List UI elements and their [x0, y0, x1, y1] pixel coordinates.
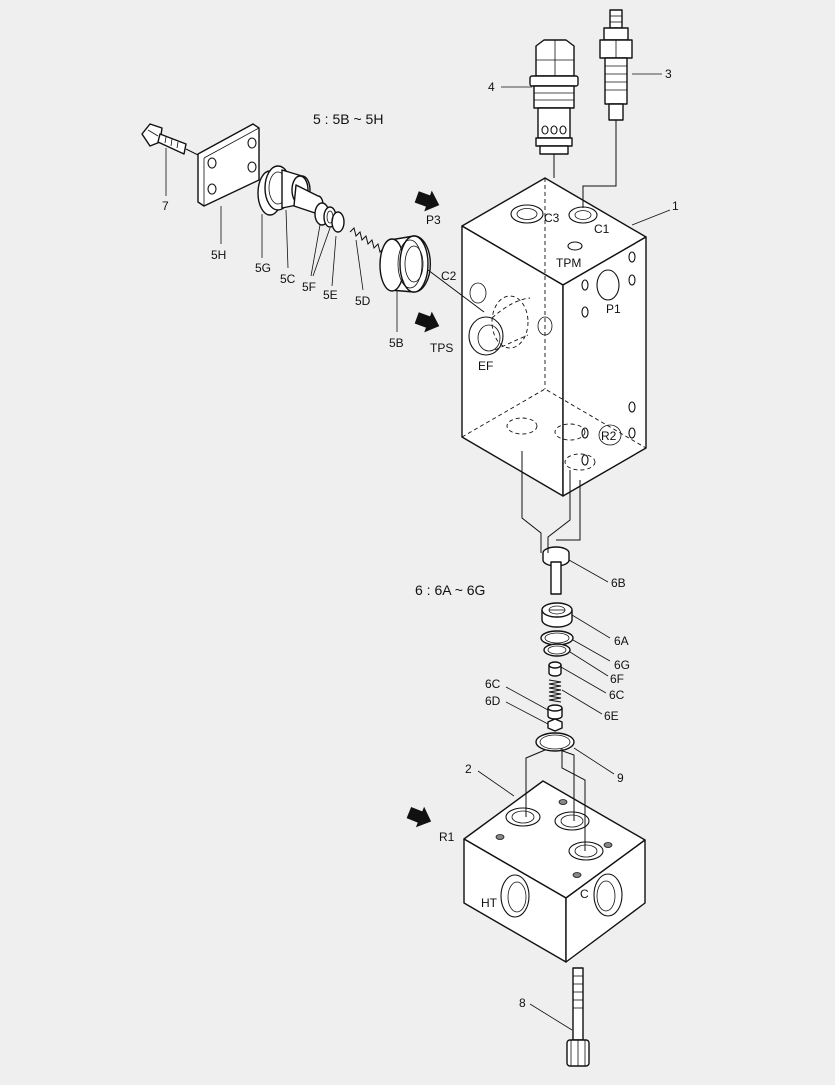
plug-5c	[257, 165, 324, 216]
label-part-7: 7	[162, 199, 169, 213]
leader-lines	[165, 73, 671, 1031]
label-part-6d: 6D	[485, 694, 501, 708]
label-port-tps: TPS	[430, 341, 453, 355]
label-part-5g: 5G	[255, 261, 271, 275]
label-part-6a: 6A	[614, 634, 629, 648]
label-port-tpm: TPM	[556, 256, 581, 270]
label-port-c2: C2	[441, 269, 457, 283]
cover-plate-5h	[197, 123, 260, 207]
label-port-r2: R2	[601, 429, 617, 443]
valve-block-2	[463, 780, 646, 963]
label-part-8: 8	[519, 996, 526, 1010]
label-part-1: 1	[672, 199, 679, 213]
label-port-ef: EF	[478, 359, 493, 373]
long-bolt-8	[566, 967, 590, 1067]
relief-valve-3	[582, 9, 633, 208]
arrow-r1-icon	[406, 806, 432, 828]
label-part-5d: 5D	[355, 294, 371, 308]
sleeve-5b	[379, 235, 432, 293]
cartridge-valve-4	[529, 39, 579, 178]
label-part-6c-right: 6C	[609, 688, 625, 702]
bolt-7	[141, 123, 201, 157]
label-part-4: 4	[488, 80, 495, 94]
label-part-6g: 6G	[614, 658, 630, 672]
label-part-9: 9	[617, 771, 624, 785]
rings-5f	[314, 202, 345, 233]
label-part-5b: 5B	[389, 336, 404, 350]
heading-group6: 6 : 6A ~ 6G	[415, 582, 485, 598]
assembly-lines	[521, 451, 586, 851]
heading-group5: 5 : 5B ~ 5H	[313, 111, 383, 127]
label-port-r1: R1	[439, 830, 455, 844]
label-part-6f: 6F	[610, 672, 624, 686]
arrow-tps-icon	[414, 311, 440, 333]
label-part-2: 2	[465, 762, 472, 776]
label-part-6c-left: 6C	[485, 677, 501, 691]
label-port-c1: C1	[594, 222, 610, 236]
label-part-3: 3	[665, 67, 672, 81]
label-part-5f: 5F	[302, 280, 316, 294]
label-part-5e: 5E	[323, 288, 338, 302]
group-6-parts	[535, 546, 575, 752]
label-port-ht: HT	[481, 896, 498, 910]
label-port-c3: C3	[544, 211, 560, 225]
valve-block-1	[461, 177, 647, 497]
label-port-p1: P1	[606, 302, 621, 316]
label-part-5h: 5H	[211, 248, 226, 262]
label-part-6b: 6B	[611, 576, 626, 590]
label-part-6e: 6E	[604, 709, 619, 723]
label-part-5c: 5C	[280, 272, 296, 286]
label-port-p3: P3	[426, 213, 441, 227]
group-5-parts	[141, 123, 485, 313]
arrow-p3-icon	[414, 190, 440, 212]
label-port-c: C	[580, 887, 589, 901]
